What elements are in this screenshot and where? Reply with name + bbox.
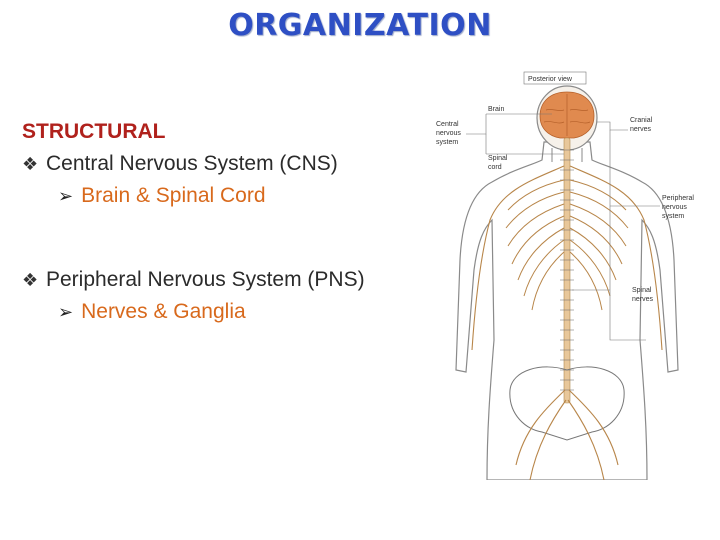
cranial-nerves-label-1: Cranial bbox=[630, 117, 653, 124]
arrow-bullet-icon: ➢ bbox=[58, 186, 74, 206]
cns-label-1: Central bbox=[436, 121, 459, 128]
cranial-nerves-label-2: nerves bbox=[630, 126, 652, 133]
nervous-system-illustration: Posterior view Brain bbox=[436, 71, 694, 480]
list-item-cns: ❖ Central Nervous System (CNS) bbox=[22, 148, 442, 180]
brain-label: Brain bbox=[488, 106, 504, 113]
slide-title: ORGANIZATION bbox=[228, 8, 492, 43]
pns-sub-label: Nerves & Ganglia bbox=[81, 300, 246, 323]
list-item-pns: ❖ Peripheral Nervous System (PNS) bbox=[22, 264, 442, 296]
cns-label: Central Nervous System (CNS) bbox=[46, 152, 338, 175]
spinal-nerves-label-2: nerves bbox=[632, 296, 654, 303]
diamond-bullet-icon: ❖ bbox=[22, 270, 39, 290]
sub-item-pns: ➢ Nerves & Ganglia bbox=[22, 296, 442, 328]
spinal-cord-label-2: cord bbox=[488, 164, 502, 171]
pns-label-2: nervous bbox=[662, 204, 687, 211]
pns-label-3: system bbox=[662, 213, 684, 220]
spinal-cord-label-1: Spinal bbox=[488, 155, 508, 162]
diamond-bullet-icon: ❖ bbox=[22, 154, 39, 174]
pns-label: Peripheral Nervous System (PNS) bbox=[46, 268, 365, 291]
cns-sub-label: Brain & Spinal Cord bbox=[81, 184, 266, 207]
pns-label-1: Peripheral bbox=[662, 195, 694, 202]
spinal-nerves-label-1: Spinal bbox=[632, 287, 652, 294]
structural-heading: STRUCTURAL bbox=[22, 120, 166, 143]
content-list: STRUCTURAL ❖ Central Nervous System (CNS)… bbox=[22, 116, 442, 328]
cns-label-2: nervous bbox=[436, 130, 461, 137]
cns-label-3: system bbox=[436, 139, 458, 146]
arrow-bullet-icon: ➢ bbox=[58, 302, 74, 322]
posterior-view-label: Posterior view bbox=[528, 76, 573, 83]
sub-item-cns: ➢ Brain & Spinal Cord bbox=[22, 180, 442, 212]
spinal-cord-shape bbox=[563, 137, 571, 404]
